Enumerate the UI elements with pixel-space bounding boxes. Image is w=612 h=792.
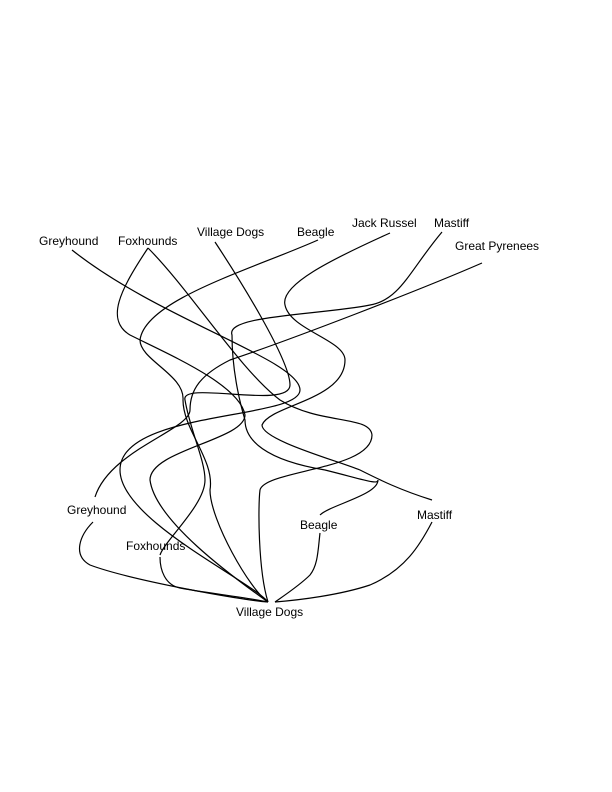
- edge-mastiff-bottom: [274, 521, 433, 603]
- bottom-labels: Greyhound Foxhounds Beagle Mastiff: [67, 503, 453, 553]
- edge-beagle-bottom: [274, 532, 321, 603]
- edge-greyhound-bottom: [79, 521, 269, 603]
- top-label-jack-russel: Jack Russel: [352, 216, 417, 230]
- root-label-village-dogs: Village Dogs: [236, 605, 303, 619]
- bottom-label-mastiff: Mastiff: [417, 508, 453, 522]
- edge-mastiff-top: [231, 231, 443, 516]
- top-label-foxhounds: Foxhounds: [118, 234, 177, 248]
- edge-great-pyrenees-top: [94, 262, 483, 498]
- edge-foxhounds-top-b: [147, 247, 373, 603]
- bottom-label-greyhound: Greyhound: [67, 503, 126, 517]
- top-label-mastiff: Mastiff: [434, 216, 470, 230]
- bottom-label-foxhounds: Foxhounds: [126, 539, 185, 553]
- edge-village-dogs-top: [159, 241, 291, 556]
- edge-jack-russel-top: [261, 232, 433, 501]
- edge-foxhounds-bottom: [159, 556, 269, 603]
- edge-beagle-top: [139, 239, 319, 603]
- top-label-great-pyrenees: Great Pyrenees: [455, 239, 539, 253]
- bottom-label-beagle: Beagle: [300, 518, 338, 532]
- top-label-village-dogs: Village Dogs: [197, 225, 264, 239]
- top-label-beagle: Beagle: [297, 225, 335, 239]
- connector-lines: [71, 231, 483, 603]
- top-label-greyhound: Greyhound: [39, 234, 98, 248]
- top-labels: Greyhound Foxhounds Village Dogs Beagle …: [39, 216, 539, 253]
- edge-greyhound-top: [71, 249, 301, 603]
